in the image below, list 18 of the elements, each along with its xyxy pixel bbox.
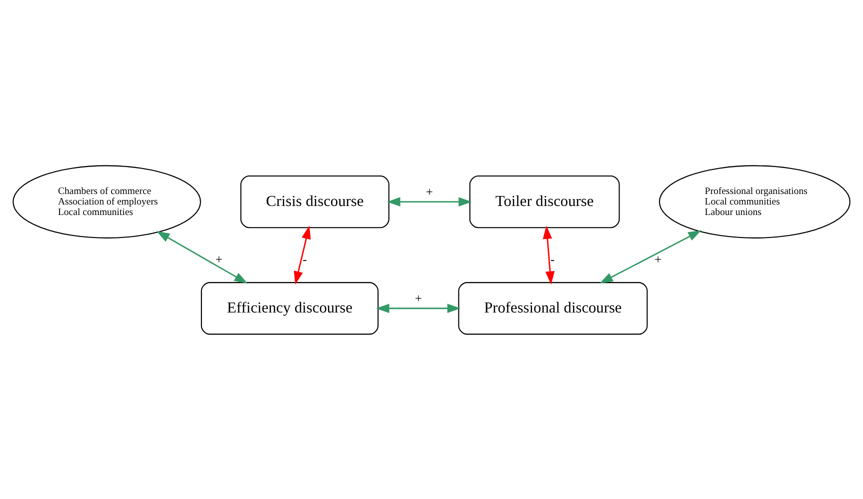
node-ellipse: Professional organisations Local communities Labour unions xyxy=(658,164,850,238)
arrow xyxy=(600,230,702,283)
arrow xyxy=(387,196,472,206)
node-box: Professional discourse xyxy=(458,282,648,334)
arrow xyxy=(294,225,311,284)
node-box: Toiler discourse xyxy=(469,174,620,228)
arrow xyxy=(542,225,555,284)
edge-label: - xyxy=(302,252,307,266)
edge-label: + xyxy=(414,290,422,305)
arrow xyxy=(156,230,248,283)
node-box: Crisis discourse xyxy=(240,174,390,228)
edge-label: + xyxy=(426,184,433,198)
edge-label: - xyxy=(550,252,555,266)
node-ellipse: Chambers of commerce Association of employers Local communities xyxy=(12,164,202,238)
edge-label: + xyxy=(215,252,222,266)
arrow xyxy=(376,303,461,313)
edge-label: + xyxy=(654,252,662,266)
node-box: Efficiency discourse xyxy=(200,282,379,334)
